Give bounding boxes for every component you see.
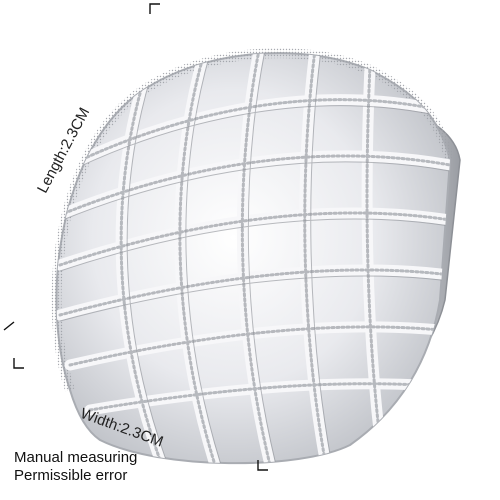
measurement-markers [3, 3, 268, 471]
width-left-bracket [13, 358, 24, 369]
ring-lattice [56, 53, 450, 464]
note-permissible-error: Permissible error [14, 467, 128, 484]
width-right-bracket [257, 460, 268, 471]
ring-rim-texture [51, 48, 455, 392]
note-manual-measuring: Manual measuring [14, 449, 138, 466]
length-bottom-bracket [3, 321, 15, 331]
length-top-bracket [149, 3, 160, 14]
